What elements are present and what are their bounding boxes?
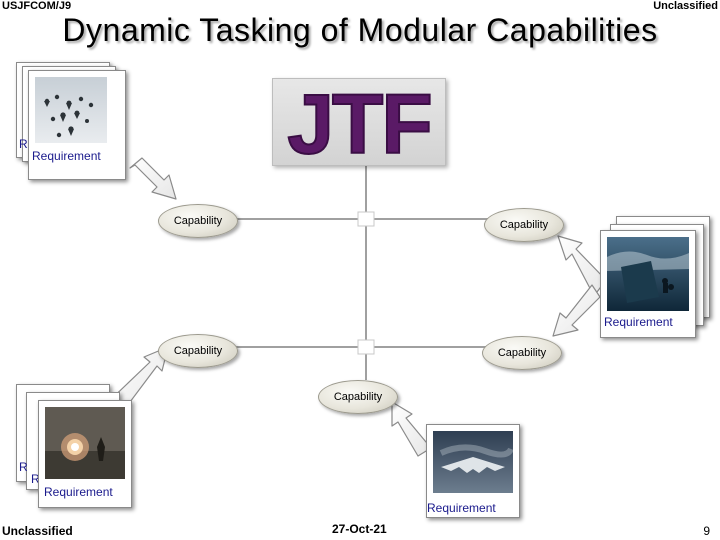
requirement-label-back: R <box>19 137 28 151</box>
requirement-label-right: Requirement <box>604 315 673 329</box>
capability-node-top-right: Capability <box>484 208 564 242</box>
arrow-right-upper <box>557 235 607 297</box>
ship-divers-icon <box>607 237 689 311</box>
stealth-bomber-icon <box>433 431 513 493</box>
capability-node-bottom-center: Capability <box>318 380 398 414</box>
arrow-top-left <box>129 157 177 200</box>
jtf-logo-text: JTF <box>287 79 430 165</box>
classification-bottom-label: Unclassified <box>2 524 73 538</box>
requirement-label-back: R <box>19 460 28 474</box>
requirement-card-top-left: Requirement <box>28 70 126 180</box>
capability-node-mid-left: Capability <box>158 334 238 368</box>
classification-top-label: Unclassified <box>653 0 718 12</box>
explosion-icon <box>45 407 125 479</box>
line-junctions <box>357 211 375 355</box>
page-title: Dynamic Tasking of Modular Capabilities <box>62 12 658 48</box>
jtf-logo: JTF <box>272 78 446 166</box>
parachute-drop-icon <box>35 77 107 143</box>
requirement-card-bottom-left: Requirement <box>38 400 132 508</box>
arrow-bottom-center <box>391 401 432 457</box>
slide-number: 9 <box>703 524 710 538</box>
requirement-label-bottom-left: Requirement <box>44 485 113 499</box>
capability-node-mid-right: Capability <box>482 336 562 370</box>
slide-date: 27-Oct-21 <box>332 522 387 536</box>
requirement-card-right: Requirement <box>600 230 696 338</box>
capability-node-top-left: Capability <box>158 204 238 238</box>
requirement-label-back: R <box>31 472 40 486</box>
requirement-card-bottom-center: Requirement <box>426 424 520 518</box>
requirement-label-top-left: Requirement <box>32 149 101 163</box>
classification-org-label: USJFCOM/J9 <box>2 0 72 12</box>
requirement-label-bottom-center: Requirement <box>427 501 496 515</box>
arrow-right-lower <box>552 284 601 337</box>
